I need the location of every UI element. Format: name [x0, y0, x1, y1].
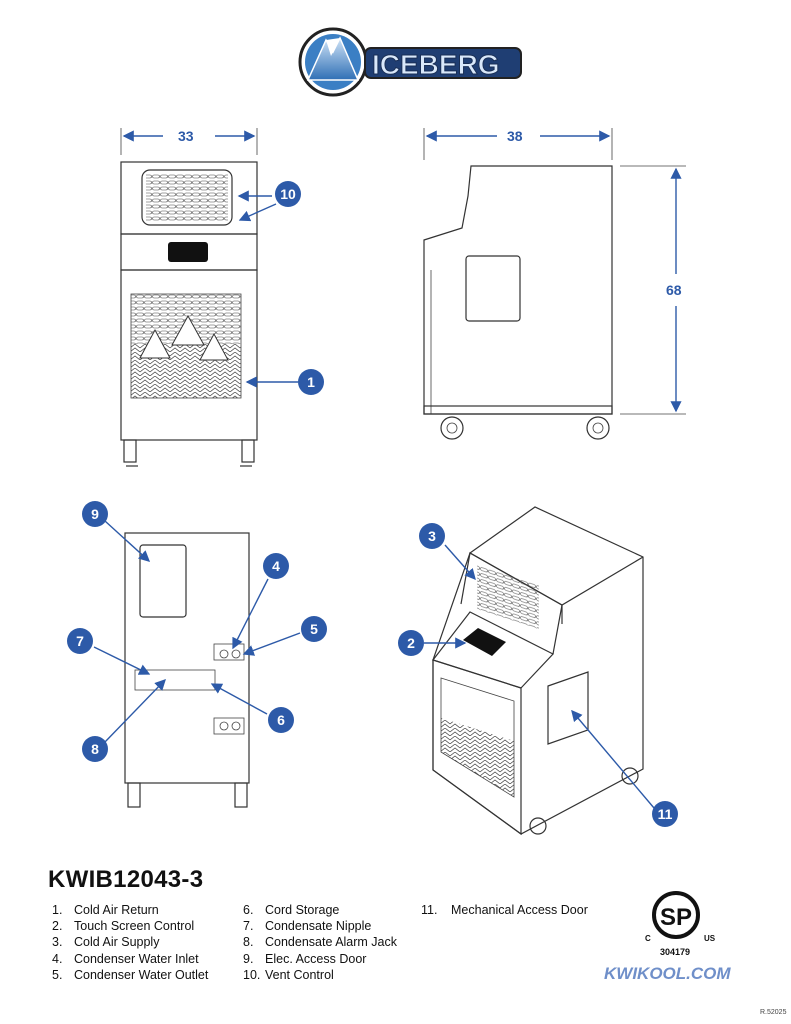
- front-view: 33: [120, 128, 258, 467]
- svg-text:SP: SP: [660, 904, 692, 931]
- svg-text:4: 4: [272, 558, 280, 574]
- svg-text:3: 3: [428, 528, 436, 544]
- svg-text:7: 7: [76, 633, 84, 649]
- svg-text:6: 6: [277, 712, 285, 728]
- iceberg-logo: ICEBERG: [298, 27, 522, 97]
- legend-column-2: 6.Cord Storage 7.Condensate Nipple 8.Con…: [243, 902, 397, 983]
- cert-us-label: US: [704, 934, 716, 943]
- legend-item: 2.Touch Screen Control: [52, 919, 195, 934]
- revision-code: R.52025: [760, 1009, 787, 1016]
- svg-text:1: 1: [307, 374, 315, 390]
- callout-2: 2: [398, 630, 424, 656]
- svg-text:2: 2: [407, 635, 415, 651]
- callout-10: 10: [275, 181, 301, 207]
- side-view: 38 68: [423, 128, 686, 440]
- svg-text:8: 8: [91, 741, 99, 757]
- website-link[interactable]: KWIKOOL.COM: [604, 964, 731, 983]
- callout-7: 7: [67, 628, 93, 654]
- model-number: KWIB12043-3: [48, 866, 204, 893]
- legend-item: 6.Cord Storage: [243, 903, 340, 917]
- legend-item: 11.Mechanical Access Door: [421, 903, 588, 917]
- callout-6: 6: [268, 707, 294, 733]
- height-dimension: 68: [666, 282, 682, 298]
- callout-5: 5: [301, 616, 327, 642]
- legend-item: 10.Vent Control: [243, 967, 334, 982]
- legend-column-3: 11.Mechanical Access Door: [421, 902, 588, 918]
- legend-item: 9.Elec. Access Door: [243, 951, 367, 966]
- callout-4: 4: [263, 553, 289, 579]
- iso-view: [432, 506, 644, 836]
- svg-text:11: 11: [658, 806, 673, 822]
- csa-certification-mark: SP: [652, 891, 700, 939]
- cert-c-label: C: [645, 934, 651, 943]
- cert-number: 304179: [660, 947, 691, 957]
- width-dimension: 33: [178, 128, 194, 144]
- rear-view: [124, 532, 250, 808]
- legend-item: 1.Cold Air Return: [52, 903, 159, 917]
- callout-11: 11: [652, 801, 678, 827]
- legend-item: 3.Cold Air Supply: [52, 935, 160, 950]
- depth-dimension: 38: [507, 128, 523, 144]
- callout-3: 3: [419, 523, 445, 549]
- legend-item: 4.Condenser Water Inlet: [52, 951, 199, 966]
- logo-text: ICEBERG: [372, 49, 500, 80]
- callout-1: 1: [298, 369, 324, 395]
- callout-leaders: [93, 190, 655, 809]
- callout-markers: 1 10 9 4 5 7 6 8 3 2 11: [67, 181, 678, 827]
- svg-text:5: 5: [310, 621, 318, 637]
- legend-item: 8.Condensate Alarm Jack: [243, 935, 398, 950]
- svg-text:9: 9: [91, 506, 99, 522]
- legend-item: 5.Condenser Water Outlet: [52, 967, 209, 982]
- svg-text:10: 10: [280, 186, 296, 202]
- callout-8: 8: [82, 736, 108, 762]
- legend-item: 7.Condensate Nipple: [243, 919, 372, 934]
- callout-9: 9: [82, 501, 108, 527]
- legend-column-1: 1.Cold Air Return 2.Touch Screen Control…: [52, 902, 208, 983]
